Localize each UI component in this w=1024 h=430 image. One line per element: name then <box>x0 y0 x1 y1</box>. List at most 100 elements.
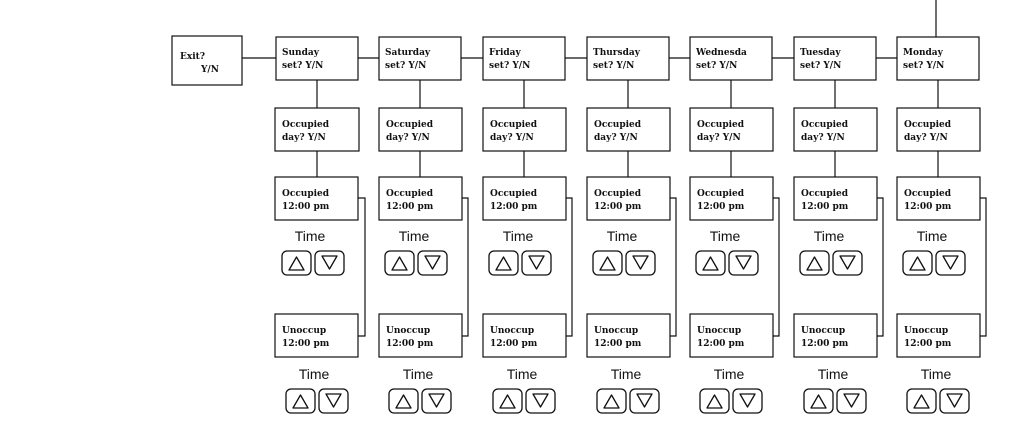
occupied-time-line1: Occupied <box>801 189 849 199</box>
day-set-question: set? Y/N <box>593 61 634 71</box>
time-down-button[interactable] <box>417 250 448 276</box>
time-up-button[interactable] <box>799 250 830 276</box>
occupied-day-box: Occupied day? Y/N <box>586 107 671 152</box>
time-down-button[interactable] <box>318 388 349 414</box>
time-up-button[interactable] <box>281 250 312 276</box>
unoccupied-time-line1: Unoccup <box>697 326 741 336</box>
time-down-button[interactable] <box>728 250 759 276</box>
occupied-day-line2: day? Y/N <box>386 133 430 143</box>
time-up-button[interactable] <box>388 388 419 414</box>
time-up-button[interactable] <box>906 388 937 414</box>
unoccupied-time-line1: Unoccup <box>594 326 638 336</box>
occupied-time-box: Occupied 12:00 pm <box>378 176 463 221</box>
time-up-button[interactable] <box>492 388 523 414</box>
time-up-button[interactable] <box>384 250 415 276</box>
occupied-day-box: Occupied day? Y/N <box>482 107 567 152</box>
time-label: Time <box>714 366 745 382</box>
unoccupied-time-value: 12:00 pm <box>594 339 642 349</box>
down-arrow-icon <box>942 255 959 270</box>
up-arrow-icon <box>702 256 719 271</box>
loop-connector <box>670 197 677 337</box>
up-arrow-icon <box>288 256 305 271</box>
unoccupied-time-line1: Unoccup <box>490 326 534 336</box>
time-down-button[interactable] <box>935 250 966 276</box>
time-label: Time <box>299 366 330 382</box>
time-down-button[interactable] <box>832 250 863 276</box>
unoccupied-time-value: 12:00 pm <box>282 339 330 349</box>
occupied-time-line1: Occupied <box>282 189 330 199</box>
time-label: Time <box>921 366 952 382</box>
day-set-question: set? Y/N <box>696 61 737 71</box>
down-arrow-icon <box>946 393 963 408</box>
down-arrow-icon <box>532 393 549 408</box>
time-down-button[interactable] <box>314 250 345 276</box>
occupied-time-value: 12:00 pm <box>904 202 952 212</box>
time-label: Time <box>403 366 434 382</box>
time-up-button[interactable] <box>699 388 730 414</box>
occupied-time-box: Occupied 12:00 pm <box>689 176 774 221</box>
loop-connector <box>980 197 987 337</box>
time-down-button[interactable] <box>625 250 656 276</box>
up-arrow-icon <box>603 394 620 409</box>
day-set-box: Saturday set? Y/N <box>378 36 462 81</box>
occupied-time-value: 12:00 pm <box>697 202 745 212</box>
down-arrow-icon <box>839 255 856 270</box>
occupied-day-line2: day? Y/N <box>282 133 326 143</box>
occupied-time-line1: Occupied <box>490 189 538 199</box>
occupied-day-box: Occupied day? Y/N <box>274 107 360 152</box>
day-set-label: Friday <box>489 48 522 58</box>
time-up-button[interactable] <box>488 250 519 276</box>
down-arrow-icon <box>632 255 649 270</box>
unoccupied-time-value: 12:00 pm <box>801 339 849 349</box>
occupied-day-line1: Occupied <box>282 120 330 130</box>
time-down-button[interactable] <box>629 388 660 414</box>
down-arrow-icon <box>321 255 338 270</box>
time-up-button[interactable] <box>592 250 623 276</box>
down-arrow-icon <box>735 255 752 270</box>
day-set-question: set? Y/N <box>903 61 944 71</box>
time-up-button[interactable] <box>285 388 316 414</box>
occupied-day-line1: Occupied <box>904 120 952 130</box>
time-down-button[interactable] <box>732 388 763 414</box>
time-down-button[interactable] <box>525 388 556 414</box>
unoccupied-time-box: Unoccup 12:00 pm <box>482 313 567 358</box>
occupied-day-line2: day? Y/N <box>697 133 741 143</box>
occupied-time-box: Occupied 12:00 pm <box>896 176 981 221</box>
time-down-button[interactable] <box>836 388 867 414</box>
time-up-button[interactable] <box>902 250 933 276</box>
down-arrow-icon <box>428 393 445 408</box>
day-column-saturday: Saturday set? Y/N Occupied day? Y/N Occu… <box>378 36 469 414</box>
unoccupied-time-value: 12:00 pm <box>697 339 745 349</box>
time-down-button[interactable] <box>939 388 970 414</box>
occupied-time-box: Occupied 12:00 pm <box>793 176 878 221</box>
time-up-button[interactable] <box>695 250 726 276</box>
up-arrow-icon <box>706 394 723 409</box>
time-label: Time <box>503 228 534 244</box>
up-arrow-icon <box>810 394 827 409</box>
time-label: Time <box>607 228 638 244</box>
day-set-label: Wednesda <box>695 48 747 58</box>
day-set-question: set? Y/N <box>385 61 426 71</box>
time-up-button[interactable] <box>596 388 627 414</box>
occupied-time-box: Occupied 12:00 pm <box>482 176 567 221</box>
exit-box: Exit? Y/N <box>171 35 243 86</box>
unoccupied-time-value: 12:00 pm <box>386 339 434 349</box>
time-label: Time <box>295 228 326 244</box>
occupied-day-line1: Occupied <box>386 120 434 130</box>
occupied-time-box: Occupied 12:00 pm <box>586 176 671 221</box>
time-down-button[interactable] <box>421 388 452 414</box>
time-down-button[interactable] <box>521 250 552 276</box>
unoccupied-time-line1: Unoccup <box>282 326 326 336</box>
day-set-question: set? Y/N <box>282 61 323 71</box>
day-set-box: Monday set? Y/N <box>896 36 980 81</box>
up-arrow-icon <box>395 394 412 409</box>
time-label: Time <box>611 366 642 382</box>
unoccupied-time-box: Unoccup 12:00 pm <box>689 313 774 358</box>
unoccupied-time-box: Unoccup 12:00 pm <box>793 313 878 358</box>
up-arrow-icon <box>599 256 616 271</box>
day-set-box: Wednesda set? Y/N <box>689 36 773 81</box>
occupied-time-line1: Occupied <box>697 189 745 199</box>
loop-connector <box>877 197 884 337</box>
time-up-button[interactable] <box>803 388 834 414</box>
day-column-monday: Monday set? Y/N Occupied day? Y/N Occupi… <box>896 36 987 414</box>
